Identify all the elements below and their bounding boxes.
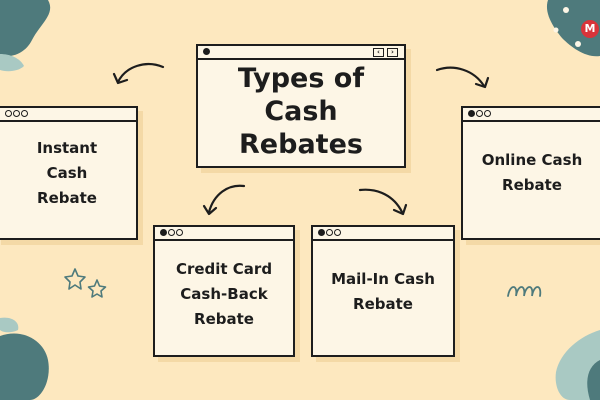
- blob-top-left: [0, 0, 51, 57]
- title-line-2: Cash: [264, 96, 338, 127]
- blob-bottom-left: [0, 333, 49, 400]
- window-dot: [176, 229, 183, 236]
- window-dot: [203, 48, 210, 55]
- card-label: Credit Card Cash-Back Rebate: [175, 260, 273, 328]
- curved-arrow-icon-right-head: [474, 76, 490, 89]
- card-credit-card-cash-back-rebate: Credit Card Cash-Back Rebate: [153, 225, 295, 357]
- window-dot: [484, 110, 491, 117]
- star-doodle-icon-2: [87, 279, 107, 298]
- window-dot: [476, 110, 483, 117]
- window-dot: [5, 110, 12, 117]
- window-titlebar: ‹ ›: [198, 46, 404, 60]
- title-line-1: Types of: [237, 63, 365, 94]
- title-line-3: Rebates: [239, 129, 363, 160]
- window-dot: [21, 110, 28, 117]
- forward-icon: ›: [387, 48, 398, 57]
- window-dot: [334, 229, 341, 236]
- title-window: ‹ › Types of Cash Rebates: [196, 44, 406, 168]
- window-dot: [326, 229, 333, 236]
- curved-arrow-icon-bottom-left: [207, 184, 246, 214]
- star-doodle-icon: [64, 268, 86, 290]
- window-dot: [160, 229, 167, 236]
- window-titlebar: [463, 108, 600, 122]
- dot-top-right-1: [563, 7, 569, 13]
- window-titlebar: [0, 108, 136, 122]
- curved-arrow-icon-bottom-right-head: [392, 203, 408, 216]
- card-online-cash-rebate: Online Cash Rebate: [461, 106, 600, 240]
- curved-arrow-icon-bottom-right: [358, 188, 404, 214]
- window-titlebar: [155, 227, 293, 241]
- back-icon: ‹: [373, 48, 384, 57]
- curved-arrow-icon-left-head: [112, 72, 129, 85]
- blob-top-left-light: [0, 54, 24, 72]
- window-dot: [13, 110, 20, 117]
- dot-top-right-3: [553, 27, 559, 33]
- card-instant-cash-rebate: Instant Cash Rebate: [0, 106, 138, 240]
- window-dot: [318, 229, 325, 236]
- window-titlebar: [313, 227, 453, 241]
- dot-top-right-2: [575, 41, 581, 47]
- card-label: Instant Cash Rebate: [36, 139, 98, 207]
- card-mail-in-cash-rebate: Mail-In Cash Rebate: [311, 225, 455, 357]
- blob-top-right: [546, 0, 600, 57]
- logo-badge: M: [581, 20, 599, 38]
- curved-arrow-icon-right: [435, 66, 486, 88]
- squiggle-doodle-icon: [507, 286, 542, 297]
- window-dot: [468, 110, 475, 117]
- card-label: Online Cash Rebate: [481, 151, 583, 194]
- blob-bottom-left-light: [0, 317, 19, 333]
- card-label: Mail-In Cash Rebate: [331, 270, 435, 313]
- diagram-title: Types of Cash Rebates: [198, 62, 404, 161]
- curved-arrow-icon-bottom-left-head: [202, 204, 218, 216]
- curved-arrow-icon-left: [116, 63, 165, 84]
- window-dot: [168, 229, 175, 236]
- blob-bottom-right-dark: [587, 360, 600, 400]
